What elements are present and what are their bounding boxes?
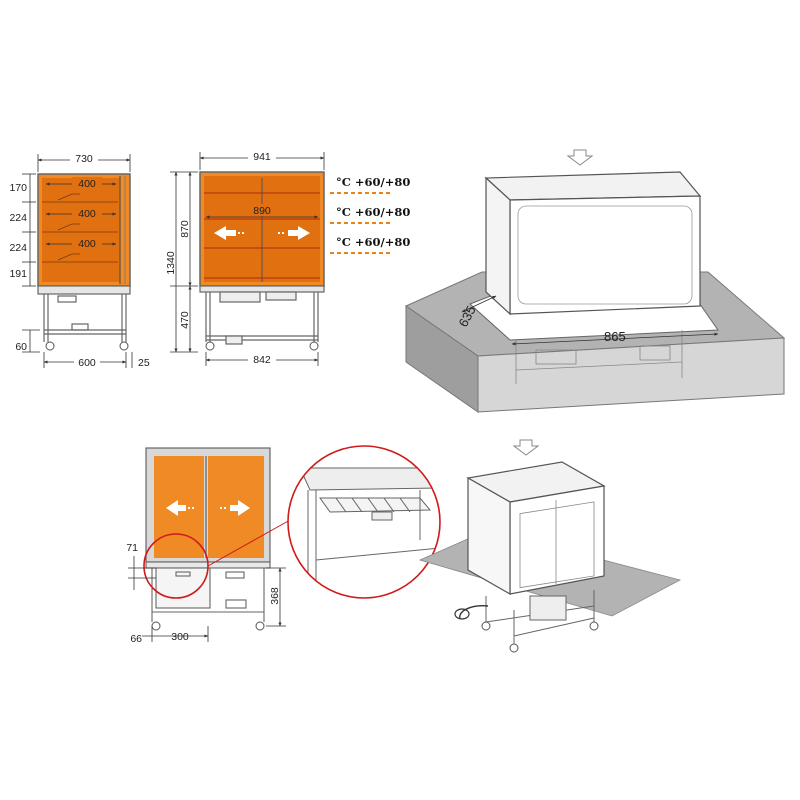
front-tray-width-3: 400 <box>78 238 96 250</box>
front-cabinet-inner <box>42 178 120 282</box>
cabinet-front <box>509 195 701 315</box>
temperature-labels: °C +60/+80 °C +60/+80 °C +60/+80 <box>330 175 410 254</box>
front-base-offset: 25 <box>138 357 150 369</box>
cabinet-side <box>485 176 511 316</box>
side-base-frame <box>199 285 325 345</box>
side-inner-width: 890 <box>253 205 271 217</box>
detail-zoom <box>287 445 441 599</box>
side-view: 890 941 <box>165 150 325 366</box>
side-upper-height: 870 <box>179 220 191 238</box>
front-gap-2: 224 <box>9 212 27 224</box>
front-shelves <box>42 193 118 263</box>
drawer-top-offset: 71 <box>126 542 138 554</box>
side-lower-height: 470 <box>179 311 191 329</box>
side-base-width: 842 <box>253 354 271 366</box>
temperature-label-2: °C +60/+80 <box>336 205 410 219</box>
counter-cutout-view: 635 865 <box>404 149 786 413</box>
arrow-right-icon <box>278 226 310 240</box>
side-width-top: 941 <box>253 151 271 163</box>
front-gap-1: 170 <box>9 182 27 194</box>
front-width-top: 730 <box>75 153 93 165</box>
front-tray-width-1: 400 <box>78 178 96 190</box>
power-cord <box>459 604 489 619</box>
side-total-height: 1340 <box>165 251 177 275</box>
front-gap-3: 224 <box>9 242 27 254</box>
front-view: 400 400 400 730 170 224 2 <box>9 152 150 369</box>
arrow-right-icon <box>220 500 250 516</box>
temperature-label-1: °C +60/+80 <box>336 175 410 189</box>
arrow-left-icon <box>166 500 194 516</box>
arrow-down-icon <box>512 439 540 456</box>
front-base-frame <box>37 285 131 342</box>
arrow-left-icon <box>214 226 244 240</box>
front-gap-4: 191 <box>9 268 27 280</box>
cabinet-top <box>484 171 702 201</box>
cutout-width: 865 <box>604 329 626 344</box>
front-wheel-right <box>119 341 129 351</box>
drawer-front-view: 71 368 66 300 <box>126 447 291 645</box>
front-tray-width-2: 400 <box>78 208 96 220</box>
front-wheel-left <box>45 341 55 351</box>
side-shelf-rails <box>204 192 320 279</box>
drawer-box <box>155 567 211 609</box>
front-base-width: 600 <box>78 357 96 369</box>
drawer-width: 300 <box>171 631 189 643</box>
arrow-down-icon <box>566 149 594 166</box>
drawer-left-offset: 66 <box>130 633 142 645</box>
floor-placement-view <box>418 439 682 653</box>
drawer-height: 368 <box>269 587 281 605</box>
front-foot-height: 60 <box>15 341 27 353</box>
temperature-label-3: °C +60/+80 <box>336 235 410 249</box>
